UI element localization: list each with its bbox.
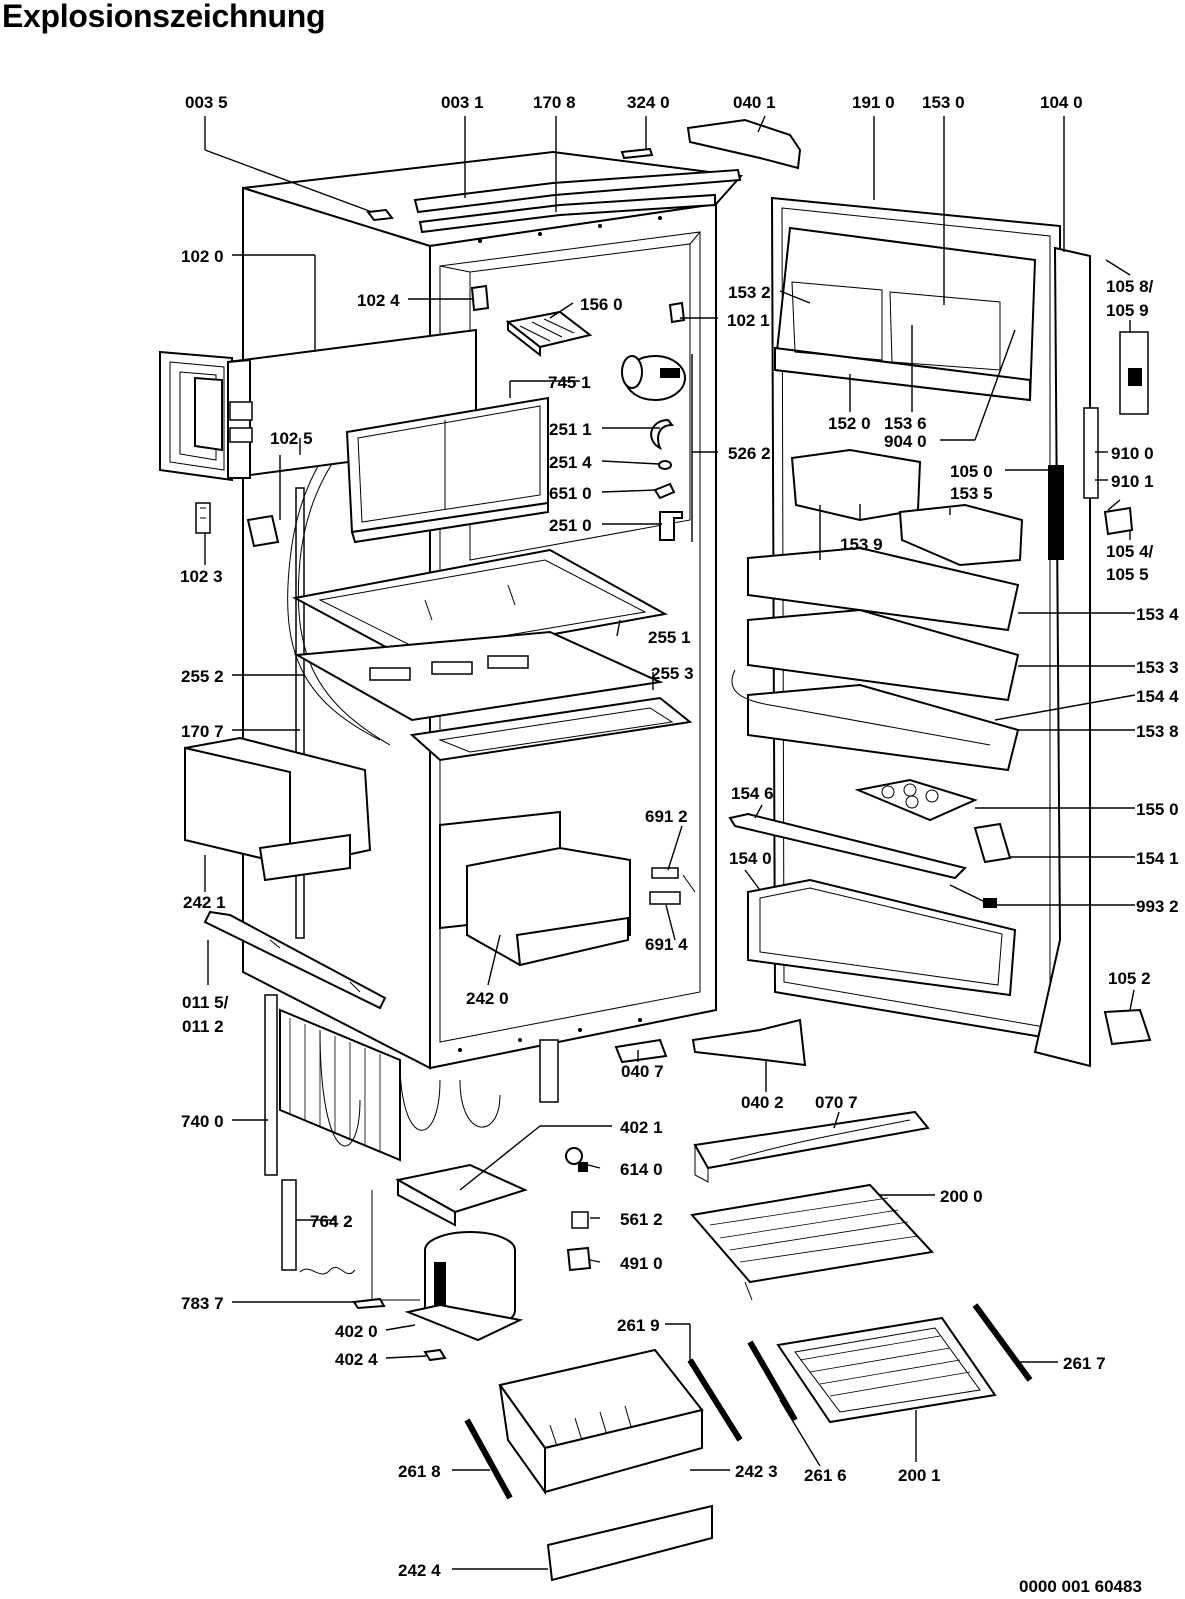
label-153-2: 153 2 — [728, 283, 771, 302]
part-labels: 003 5 003 1 170 8 324 0 040 1 191 0 153 … — [180, 93, 1179, 1580]
label-910-0: 910 0 — [1111, 444, 1154, 463]
label-105-8: 105 8/ — [1106, 277, 1154, 296]
label-491-0: 491 0 — [620, 1254, 663, 1273]
label-070-7: 070 7 — [815, 1093, 858, 1112]
label-261-6: 261 6 — [804, 1466, 847, 1485]
leader-lines — [204, 115, 1136, 1570]
lower-parts — [464, 1110, 1033, 1582]
label-040-1: 040 1 — [733, 93, 776, 112]
label-402-0: 402 0 — [335, 1322, 378, 1341]
label-105-4: 105 4/ — [1106, 542, 1154, 561]
label-261-7: 261 7 — [1063, 1354, 1106, 1373]
small-parts-691 — [649, 867, 696, 905]
label-191-0: 191 0 — [852, 93, 895, 112]
label-993-2: 993 2 — [1136, 897, 1179, 916]
label-242-0: 242 0 — [466, 989, 509, 1008]
crisper-242-0 — [439, 810, 631, 967]
label-040-7: 040 7 — [621, 1062, 664, 1081]
label-153-5: 153 5 — [950, 484, 993, 503]
label-156-0: 156 0 — [580, 295, 623, 314]
label-153-4: 153 4 — [1136, 605, 1179, 624]
label-200-1: 200 1 — [898, 1466, 941, 1485]
control-parts — [505, 310, 686, 541]
label-154-6: 154 6 — [731, 784, 774, 803]
label-003-1: 003 1 — [441, 93, 484, 112]
label-691-2: 691 2 — [645, 807, 688, 826]
label-242-3: 242 3 — [735, 1462, 778, 1481]
label-105-2: 105 2 — [1108, 969, 1151, 988]
drawer-242-1 — [184, 736, 372, 882]
label-745-1: 745 1 — [548, 373, 591, 392]
label-154-0: 154 0 — [729, 849, 772, 868]
label-153-0: 153 0 — [922, 93, 965, 112]
label-402-1: 402 1 — [620, 1118, 663, 1137]
label-102-4: 102 4 — [357, 291, 400, 310]
label-691-4: 691 4 — [645, 935, 688, 954]
label-154-4: 154 4 — [1136, 687, 1179, 706]
label-402-4: 402 4 — [335, 1350, 378, 1369]
label-152-0: 152 0 — [828, 414, 871, 433]
label-242-1: 242 1 — [183, 893, 226, 912]
label-740-0: 740 0 — [181, 1112, 224, 1131]
label-251-4: 251 4 — [549, 453, 592, 472]
label-614-0: 614 0 — [620, 1160, 663, 1179]
label-251-1: 251 1 — [549, 420, 592, 439]
label-102-0: 102 0 — [181, 247, 224, 266]
label-200-0: 200 0 — [940, 1187, 983, 1206]
base-rail — [203, 910, 387, 1010]
label-105-5: 105 5 — [1106, 565, 1149, 584]
label-102-5: 102 5 — [270, 429, 313, 448]
label-102-3: 102 3 — [180, 567, 223, 586]
label-011-2: 011 2 — [182, 1017, 224, 1036]
label-255-3: 255 3 — [651, 664, 694, 683]
page-title: Explosionszeichnung — [2, 0, 326, 34]
label-255-1: 255 1 — [648, 628, 691, 647]
label-153-3: 153 3 — [1136, 658, 1179, 677]
label-170-7: 170 7 — [181, 722, 224, 741]
label-904-0: 904 0 — [884, 432, 927, 451]
label-170-8: 170 8 — [533, 93, 576, 112]
label-105-0: 105 0 — [950, 462, 993, 481]
glass-shelves — [292, 548, 693, 762]
label-003-5: 003 5 — [185, 93, 228, 112]
label-261-8: 261 8 — [398, 1462, 441, 1481]
label-154-1: 154 1 — [1136, 849, 1179, 868]
label-153-9: 153 9 — [840, 535, 883, 554]
label-324-0: 324 0 — [627, 93, 670, 112]
label-155-0: 155 0 — [1136, 800, 1179, 819]
label-153-8: 153 8 — [1136, 722, 1179, 741]
label-102-1: 102 1 — [727, 311, 770, 330]
document-number: 0000 001 60483 — [1019, 1577, 1142, 1596]
label-104-0: 104 0 — [1040, 93, 1083, 112]
label-910-1: 910 1 — [1111, 472, 1154, 491]
label-526-2: 526 2 — [728, 444, 771, 463]
label-105-9: 105 9 — [1106, 301, 1149, 320]
label-561-2: 561 2 — [620, 1210, 663, 1229]
label-783-7: 783 7 — [181, 1294, 224, 1313]
label-764-2: 764 2 — [310, 1212, 353, 1231]
label-242-4: 242 4 — [398, 1561, 441, 1580]
label-255-2: 255 2 — [181, 667, 224, 686]
freezer-flap — [345, 396, 549, 544]
label-040-2: 040 2 — [741, 1093, 784, 1112]
label-251-0: 251 0 — [549, 516, 592, 535]
label-011-5: 011 5/ — [182, 993, 229, 1012]
label-651-0: 651 0 — [549, 484, 592, 503]
condenser-compressor — [264, 994, 559, 1362]
label-153-6: 153 6 — [884, 414, 927, 433]
label-261-9: 261 9 — [617, 1316, 660, 1335]
door-bins — [728, 226, 1037, 997]
